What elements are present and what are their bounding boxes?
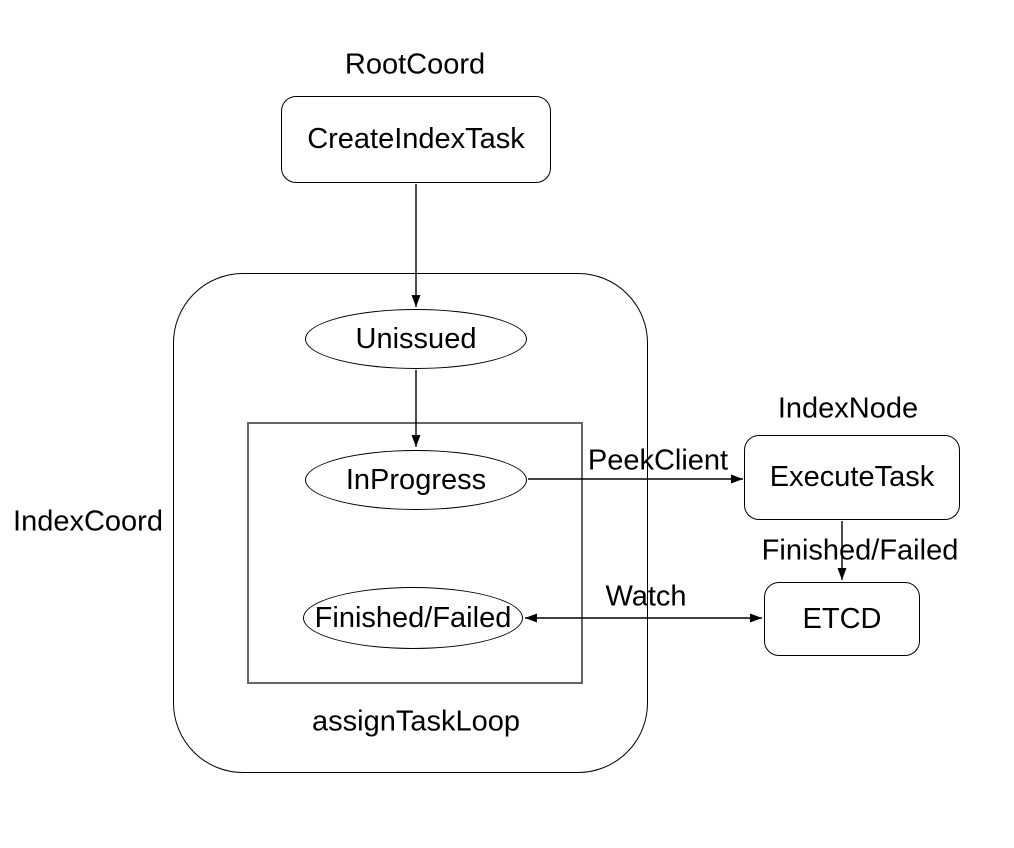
execute-task-node-label: ExecuteTask [769,461,935,493]
in-progress-state-node: InProgress [305,450,527,510]
finished-failed-edge-label: Finished/Failed [761,534,959,567]
execute-task-node: ExecuteTask [744,435,960,520]
create-index-task-node-label: CreateIndexTask [307,123,525,155]
peek-client-edge-label: PeekClient [587,444,729,477]
watch-edge-label: Watch [605,580,687,613]
in-progress-state-label: InProgress [345,463,487,496]
root-coord-label: RootCoord [344,48,486,81]
etcd-node-label: ETCD [802,602,882,635]
etcd-node: ETCD [764,582,920,656]
finished-failed-state-node: Finished/Failed [303,587,523,649]
index-coord-label: IndexCoord [13,505,163,538]
unissued-state-node: Unissued [305,309,527,369]
assign-task-loop-box [247,422,583,684]
unissued-state-label: Unissued [355,322,477,355]
index-node-label: IndexNode [777,392,919,425]
finished-failed-state-label: Finished/Failed [314,601,512,634]
assign-task-loop-label: assignTaskLoop [312,705,520,738]
index-coord-container [173,273,648,773]
create-index-task-node: CreateIndexTask [281,96,551,183]
